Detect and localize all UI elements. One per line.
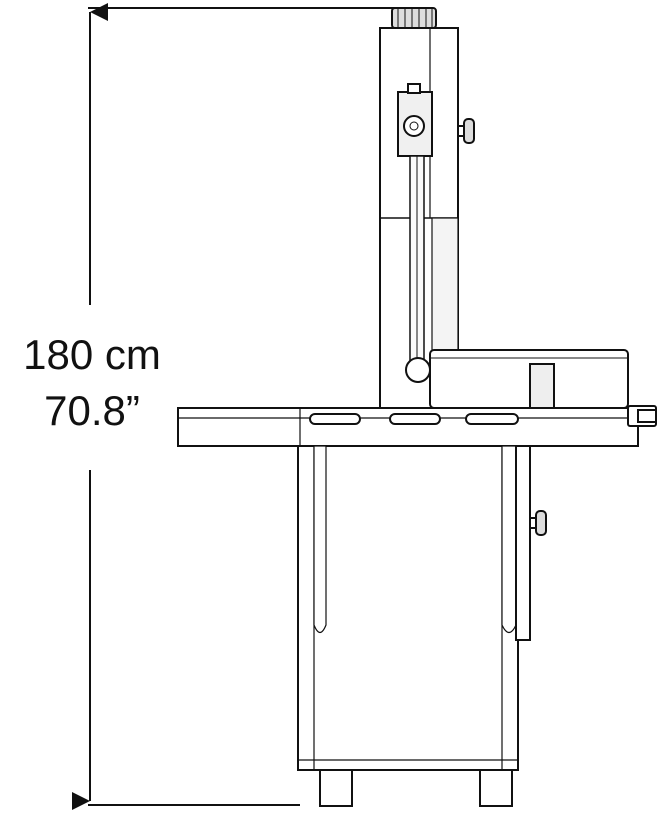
right-foot (479, 769, 513, 807)
blade-housing (429, 349, 629, 409)
tension-knob-icon (391, 7, 437, 29)
upper-blade-guide (397, 83, 433, 157)
height-imperial-label: 70.8” (44, 387, 140, 434)
left-foot (319, 769, 353, 807)
height-metric-label: 180 cm (23, 331, 161, 378)
table-slot (465, 413, 519, 425)
blade-guide-knob-icon (457, 118, 475, 144)
lower-guide-knob (405, 357, 431, 383)
table-slot (389, 413, 441, 425)
saw-table (177, 405, 657, 447)
saw-cabinet (297, 445, 531, 771)
table-slot (309, 413, 361, 425)
pusher-block (529, 363, 555, 409)
height-dimension-line (72, 2, 400, 810)
band-saw-machine (177, 7, 657, 807)
table-lock-knob-icon (529, 510, 547, 536)
